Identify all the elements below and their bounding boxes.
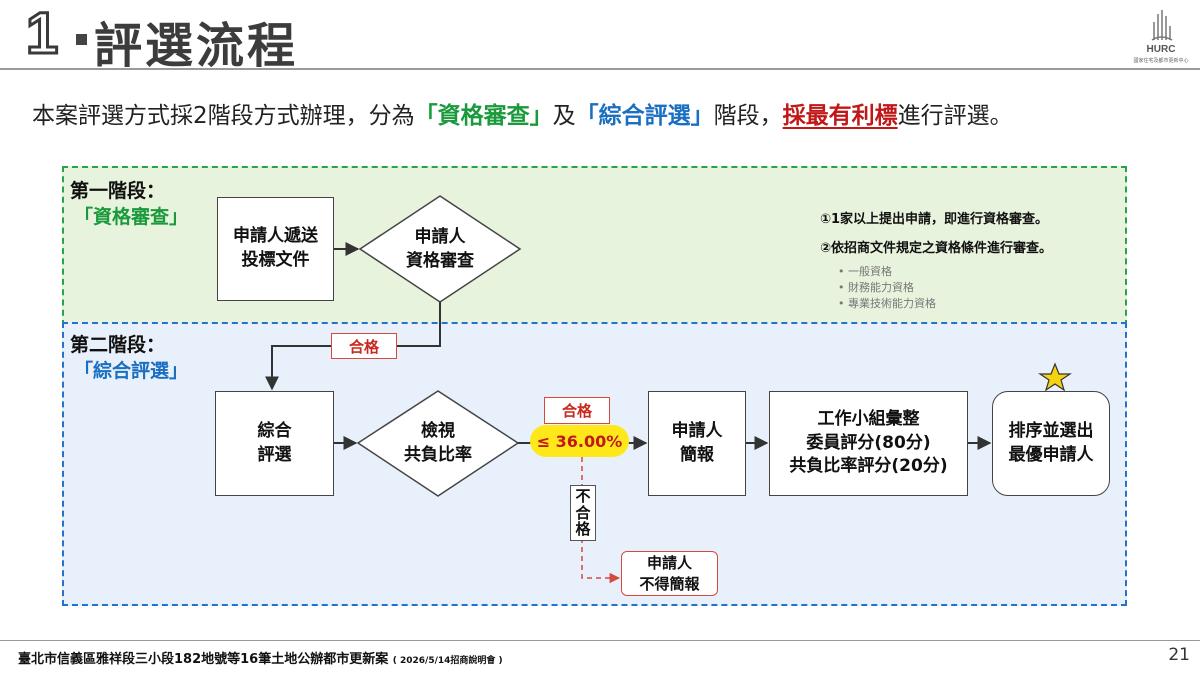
intro-suffix: 進行評選。 — [897, 103, 1013, 129]
intro-prefix: 本案評選方式採2階段方式辦理，分為 — [32, 103, 415, 129]
intro-emphasis: 採最有利標 — [782, 103, 898, 129]
ratio-threshold: ≤ 36.00% — [530, 425, 629, 457]
star-icon — [1038, 362, 1072, 392]
footer-event: ( 2026/5/14招商說明會 ) — [392, 656, 503, 666]
logo-text: HURC — [1146, 44, 1176, 55]
stage1-subtitle: 「資格審查」 — [74, 206, 189, 228]
reject-box: 申請人 不得簡報 — [621, 551, 718, 596]
review-diamond-label: 申請人 資格審查 — [406, 227, 474, 271]
logo-subtext: 國家住宅及都市更新中心 — [1133, 58, 1189, 64]
title-divider — [0, 68, 1200, 70]
intro-connector: 及 — [552, 103, 576, 129]
fail-char-2: 合 — [575, 503, 591, 522]
bullet-technical: 專業技術能力資格 — [838, 296, 1052, 312]
ratio-diamond — [356, 390, 520, 497]
hurc-logo-icon — [1151, 10, 1173, 41]
pass-tag-1: 合格 — [331, 333, 397, 359]
fail-char-1: 不 — [575, 487, 591, 506]
title-dot — [76, 34, 87, 45]
note-1: ①1家以上提出申請，即進行資格審查。 — [820, 212, 1049, 227]
submit-documents-box: 申請人遞送 投標文件 — [217, 197, 334, 301]
qualification-list: 一般資格 財務能力資格 專業技術能力資格 — [820, 264, 1052, 312]
pass-tag-2: 合格 — [544, 397, 610, 424]
bullet-financial: 財務能力資格 — [838, 280, 1052, 296]
ranking-box: 排序並選出 最優申請人 — [992, 391, 1110, 496]
note-2: ②依招商文件規定之資格條件進行審查。 — [820, 241, 1053, 256]
intro-sentence: 本案評選方式採2階段方式辦理，分為「資格審查」及「綜合評選」階段，採最有利標進行… — [32, 96, 1013, 130]
presentation-box: 申請人 簡報 — [648, 391, 746, 496]
scoring-box: 工作小組彙整 委員評分(80分) 共負比率評分(20分) — [769, 391, 968, 496]
ratio-diamond-label: 檢視 共負比率 — [404, 421, 472, 465]
stage1-notes: ①1家以上提出申請，即進行資格審查。 ②依招商文件規定之資格條件進行審查。 一般… — [820, 208, 1052, 312]
section-number: 1 — [24, 0, 60, 68]
evaluation-box: 綜合 評選 — [215, 391, 334, 496]
bullet-general: 一般資格 — [838, 264, 1052, 280]
page-number: 21 — [1168, 645, 1190, 665]
fail-char-3: 格 — [575, 520, 591, 539]
stage2-title: 第二階段： — [70, 334, 166, 356]
page-title: 評選流程 — [94, 18, 299, 74]
intro-stage2: 「綜合評選」 — [575, 103, 714, 129]
intro-middle: 階段， — [713, 103, 783, 129]
stage2-subtitle: 「綜合評選」 — [74, 360, 189, 382]
intro-stage1: 「資格審查」 — [414, 103, 553, 129]
footer-project-name: 臺北市信義區雅祥段三小段182地號等16筆土地公辦都市更新案 — [18, 652, 389, 667]
footer-project: 臺北市信義區雅祥段三小段182地號等16筆土地公辦都市更新案 ( 2026/5/… — [18, 648, 503, 667]
footer-divider — [0, 640, 1200, 641]
stage1-title: 第一階段： — [70, 180, 166, 202]
fail-tag: 不 合 格 — [570, 485, 596, 541]
